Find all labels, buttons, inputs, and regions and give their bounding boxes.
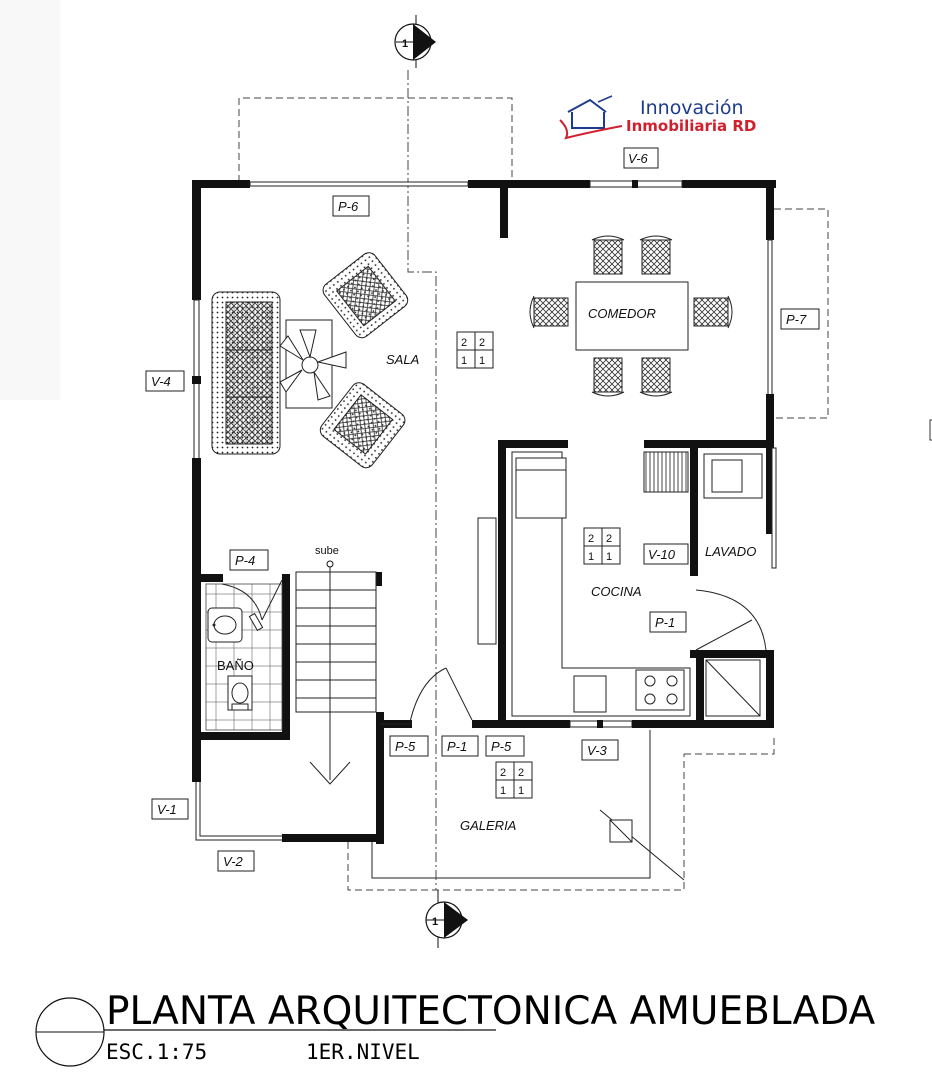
- svg-text:1: 1: [461, 355, 467, 367]
- room-sala: SALA: [386, 352, 419, 367]
- paper-shadow: [0, 0, 60, 400]
- svg-text:2: 2: [606, 533, 612, 545]
- tag-p7: P-7: [780, 308, 820, 330]
- tag-p1-main: P-1: [441, 735, 479, 757]
- tag-p5-right: P-5: [485, 735, 525, 757]
- svg-text:P-1: P-1: [655, 615, 675, 630]
- armchair-bottom: [319, 382, 406, 469]
- svg-text:P-4: P-4: [235, 553, 255, 568]
- svg-text:1: 1: [479, 355, 485, 367]
- svg-text:1: 1: [588, 551, 594, 563]
- svg-text:P-5: P-5: [491, 739, 512, 754]
- svg-text:V-3: V-3: [587, 743, 608, 758]
- svg-text:P-5: P-5: [395, 739, 416, 754]
- drawing-title: PLANTA ARQUITECTONICA AMUEBLADA: [106, 989, 876, 1034]
- coffee-table-fan: [279, 319, 347, 409]
- title-block: PLANTA ARQUITECTONICA AMUEBLADA ESC.1:75…: [35, 989, 876, 1067]
- room-bano: BAÑO: [217, 658, 254, 673]
- stair-label: sube: [315, 545, 339, 557]
- logo-house-icon: [559, 95, 623, 140]
- svg-text:2: 2: [479, 337, 485, 349]
- svg-text:1: 1: [606, 551, 612, 563]
- tag-p5-left: P-5: [389, 735, 429, 757]
- entrance-doors: [380, 667, 473, 725]
- section-axis: [407, 70, 437, 890]
- logo-line-1: Innovación: [640, 97, 744, 119]
- company-logo: Innovación Inmobiliaria RD: [559, 95, 756, 140]
- svg-text:1: 1: [500, 785, 506, 797]
- section-marker-bottom: 1 S: [425, 890, 468, 948]
- svg-text:V-10: V-10: [648, 547, 676, 562]
- tag-p6: P-6: [332, 195, 370, 217]
- column-marker: [609, 819, 633, 843]
- roof-outline: [238, 97, 829, 891]
- armchair-top: [322, 252, 409, 339]
- tag-v1: V-1: [151, 798, 189, 820]
- room-lavado: LAVADO: [705, 544, 756, 559]
- svg-text:2: 2: [461, 337, 467, 349]
- svg-text:2: 2: [588, 533, 594, 545]
- tag-v3: V-3: [581, 739, 619, 761]
- svg-text:2: 2: [500, 767, 506, 779]
- svg-text:V-2: V-2: [223, 854, 244, 869]
- tag-v2: V-2: [217, 850, 255, 872]
- room-cocina: COCINA: [591, 584, 642, 599]
- section-sheet-bottom: S: [448, 916, 455, 928]
- tag-p4: P-4: [229, 549, 269, 571]
- section-sheet: S: [417, 38, 424, 50]
- room-comedor: COMEDOR: [588, 306, 656, 321]
- laundry: LAVADO: [695, 453, 767, 717]
- drawing-level: 1ER.NIVEL: [306, 1040, 420, 1064]
- logo-line-2: Inmobiliaria RD: [626, 117, 756, 135]
- svg-text:V-1: V-1: [157, 802, 177, 817]
- sofa: [211, 291, 281, 455]
- bathroom: BAÑO: [205, 579, 283, 731]
- tag-v6: V-6: [623, 147, 659, 169]
- kitchen: COCINA: [477, 451, 691, 717]
- svg-text:V-6: V-6: [628, 151, 649, 166]
- stair: sube: [295, 545, 377, 785]
- section-marker-top: 1 S: [394, 15, 436, 68]
- walls: [192, 180, 777, 844]
- dining-set: COMEDOR: [529, 235, 733, 397]
- tag-v4: V-4: [145, 370, 185, 392]
- svg-text:P-7: P-7: [786, 312, 807, 327]
- section-number: 1: [402, 38, 408, 50]
- svg-text:P-1: P-1: [447, 739, 467, 754]
- tag-v10: V-10: [643, 543, 689, 565]
- svg-text:V-4: V-4: [151, 374, 171, 389]
- tag-p1-cocina: P-1: [649, 611, 687, 633]
- room-galeria: GALERIA: [460, 818, 516, 833]
- drawing-scale: ESC.1:75: [106, 1040, 207, 1064]
- section-number-bottom: 1: [432, 916, 438, 928]
- svg-text:P-6: P-6: [338, 199, 359, 214]
- svg-text:2: 2: [518, 767, 524, 779]
- edge-mark: [929, 419, 932, 441]
- svg-text:1: 1: [518, 785, 524, 797]
